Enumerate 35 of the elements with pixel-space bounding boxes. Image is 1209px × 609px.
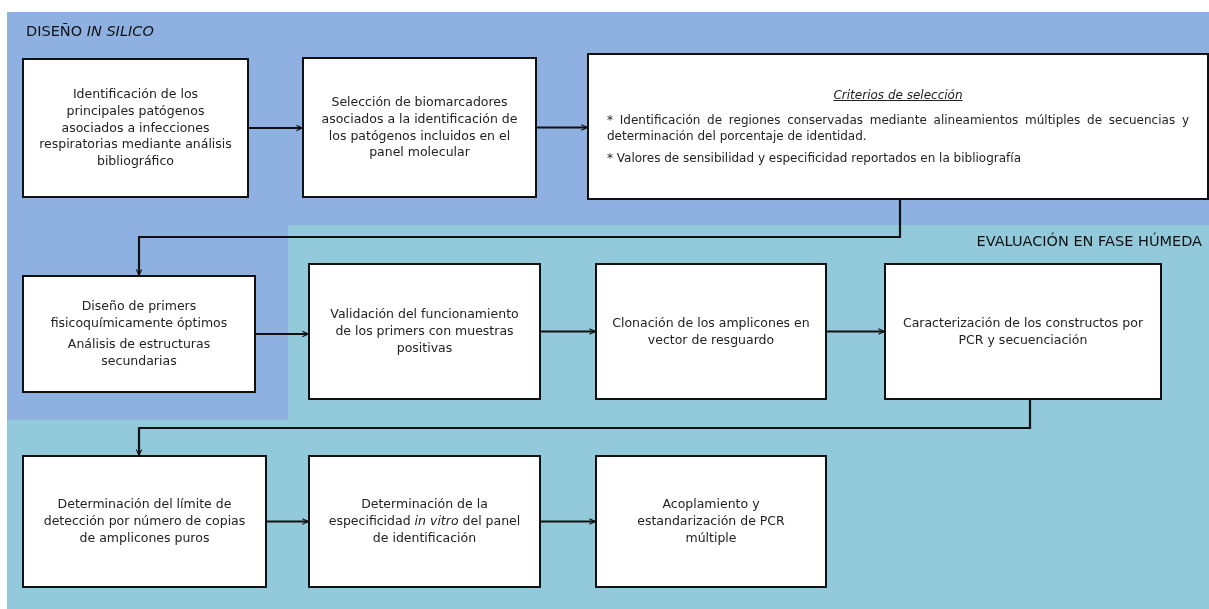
box-text: Análisis de estructuras secundarias [66,336,212,370]
process-box [587,53,1209,200]
section-heading: DISEÑO IN SILICO [26,23,154,39]
box-text: Selección de biomarcadores asociados a la identificación de los patógenos incluidos en el panel molecular [320,93,519,162]
box-text: Diseño de primers fisicoquímicamente óptimos [49,298,229,332]
box-text: Determinación de la especificidad in vitro del panel de identificación [327,496,522,547]
arrow [249,124,303,132]
bullet-text: * Valores de sensibilidad y especificidad reportados en la bibliografía [607,150,1022,167]
bullet-text: * Identificación de regiones conservadas mediante alineamientos múltiples de secuencias y determinación del porcentaje de identidad. [607,111,1189,145]
box-text: Validación del funcionamiento de los primers con muestras positivas [329,306,520,357]
section-band [7,225,1209,609]
arrow [537,124,588,131]
process-box [595,455,827,588]
arrow [267,518,309,525]
process-box [302,57,537,198]
box-text: Identificación de los principales patógenos asociados a infecciones respiratorias mediante análisis bibliográfico [38,85,233,171]
arrow [541,328,596,335]
box-heading: Criterios de selección [832,86,964,103]
process-box [22,455,267,588]
arrow [256,330,309,338]
box-text: Acoplamiento y estandarización de PCR múltiple [636,496,786,547]
box-text: Clonación de los amplicones en vector de resguardo [611,314,811,349]
process-box [22,275,256,393]
process-box [308,263,541,400]
arrow [541,518,596,525]
process-box [22,58,249,198]
box-text: Determinación del límite de detección por número de copias de amplicones puros [42,496,247,547]
arrow [135,400,1032,456]
process-box [308,455,541,588]
section-heading: EVALUACIÓN EN FASE HÚMEDA [976,233,1202,249]
process-box [884,263,1162,400]
box-text: Caracterización de los constructos por PCR y secuenciación [901,314,1145,349]
arrow [827,328,885,335]
arrow [135,200,902,276]
process-box [595,263,827,400]
